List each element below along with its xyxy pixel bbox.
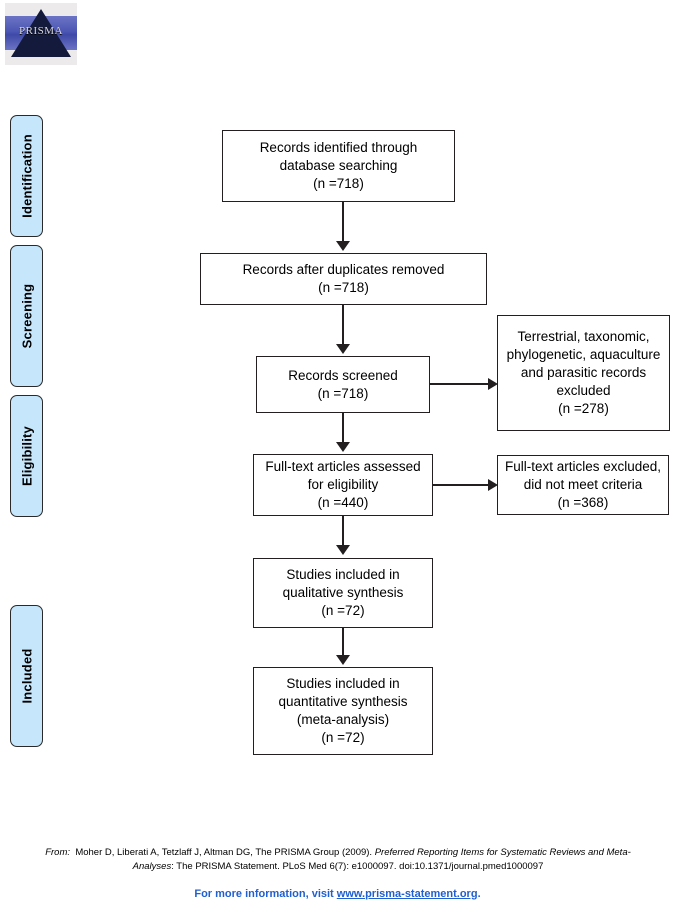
citation-title-part1: Preferred Reporting Items for Systematic… [374, 847, 631, 858]
box-line: Studies included in [286, 567, 400, 582]
box-line: (meta-analysis) [296, 712, 390, 727]
box-line: quantitative synthesis [278, 694, 408, 709]
more-information: For more information, visit www.prisma-s… [0, 888, 675, 900]
box-records-excluded-screening: Terrestrial, taxonomic, phylogenetic, aq… [497, 315, 670, 431]
box-line: database searching [279, 158, 398, 173]
box-studies-qualitative-synthesis: Studies included in qualitative synthesi… [253, 558, 433, 628]
citation-title-part2: Analyses [132, 861, 172, 872]
citation-journal: : The PRISMA Statement. PLoS Med 6(7): e… [171, 861, 544, 872]
stage-screening: Screening [10, 245, 43, 387]
arrow-down-icon [336, 545, 350, 555]
connector-identified-to-duplicates [342, 202, 344, 243]
stage-screening-label: Screening [19, 283, 34, 349]
stage-eligibility-label: Eligibility [19, 426, 34, 486]
prisma-logo: PRISMA [5, 3, 77, 65]
box-count: (n =72) [321, 603, 365, 618]
arrow-right-icon [488, 378, 498, 390]
citation-line-2: Analyses: The PRISMA Statement. PLoS Med… [18, 860, 658, 874]
arrow-down-icon [336, 442, 350, 452]
box-fulltext-articles-assessed: Full-text articles assessed for eligibil… [253, 454, 433, 516]
box-count: (n =718) [317, 385, 369, 401]
stage-eligibility: Eligibility [10, 395, 43, 517]
box-line: did not meet criteria [523, 477, 643, 492]
citation-authors: Moher D, Liberati A, Tetzlaff J, Altman … [75, 847, 373, 858]
box-records-identified: Records identified through database sear… [222, 130, 455, 202]
box-count: (n =278) [558, 401, 609, 416]
prisma-wordmark: PRISMA [19, 25, 63, 37]
box-line: phylogenetic, aquaculture [506, 347, 661, 362]
box-records-screened: Records screened (n =718) [256, 356, 430, 413]
connector-fulltext-to-excluded [433, 484, 490, 486]
citation-line-1: From: Moher D, Liberati A, Tetzlaff J, A… [18, 846, 658, 860]
box-count: (n =72) [321, 730, 365, 745]
box-line: for eligibility [307, 477, 379, 492]
box-fulltext-articles-excluded: Full-text articles excluded, did not mee… [497, 455, 669, 515]
arrow-right-icon [488, 479, 498, 491]
box-line: Records after duplicates removed [242, 262, 445, 277]
arrow-down-icon [336, 241, 350, 251]
citation-from-label: From: [45, 847, 71, 858]
box-studies-quantitative-synthesis: Studies included in quantitative synthes… [253, 667, 433, 755]
stage-identification: Identification [10, 115, 43, 237]
box-line: excluded [556, 383, 611, 398]
box-line: Records screened [288, 367, 398, 383]
more-information-suffix: . [477, 888, 481, 900]
box-line: Studies included in [286, 676, 400, 691]
box-count: (n =440) [317, 495, 369, 510]
arrow-down-icon [336, 655, 350, 665]
connector-fulltext-to-qualitative [342, 516, 344, 546]
arrow-down-icon [336, 344, 350, 354]
box-count: (n =368) [557, 495, 609, 510]
citation: From: Moher D, Liberati A, Tetzlaff J, A… [18, 846, 658, 874]
stage-included-label: Included [19, 648, 34, 704]
box-line: Full-text articles assessed [265, 459, 421, 474]
box-records-after-duplicates-removed: Records after duplicates removed (n =718… [200, 253, 487, 305]
more-information-prefix: For more information, visit [194, 888, 337, 900]
prisma-statement-link[interactable]: www.prisma-statement.org [336, 888, 478, 900]
box-line: Terrestrial, taxonomic, [517, 329, 650, 344]
connector-screened-to-fulltext [342, 413, 344, 444]
stage-included: Included [10, 605, 43, 747]
box-line: Full-text articles excluded, [504, 459, 662, 474]
box-line: Records identified through [259, 140, 418, 155]
connector-duplicates-to-screened [342, 305, 344, 346]
stage-identification-label: Identification [19, 134, 34, 218]
connector-screened-to-excluded [430, 383, 490, 385]
box-line: qualitative synthesis [282, 585, 404, 600]
connector-qualitative-to-quantitative [342, 628, 344, 657]
prisma-triangle-icon [11, 9, 71, 57]
box-count: (n =718) [318, 280, 369, 295]
box-line: and parasitic records [520, 365, 647, 380]
box-count: (n =718) [313, 176, 364, 191]
